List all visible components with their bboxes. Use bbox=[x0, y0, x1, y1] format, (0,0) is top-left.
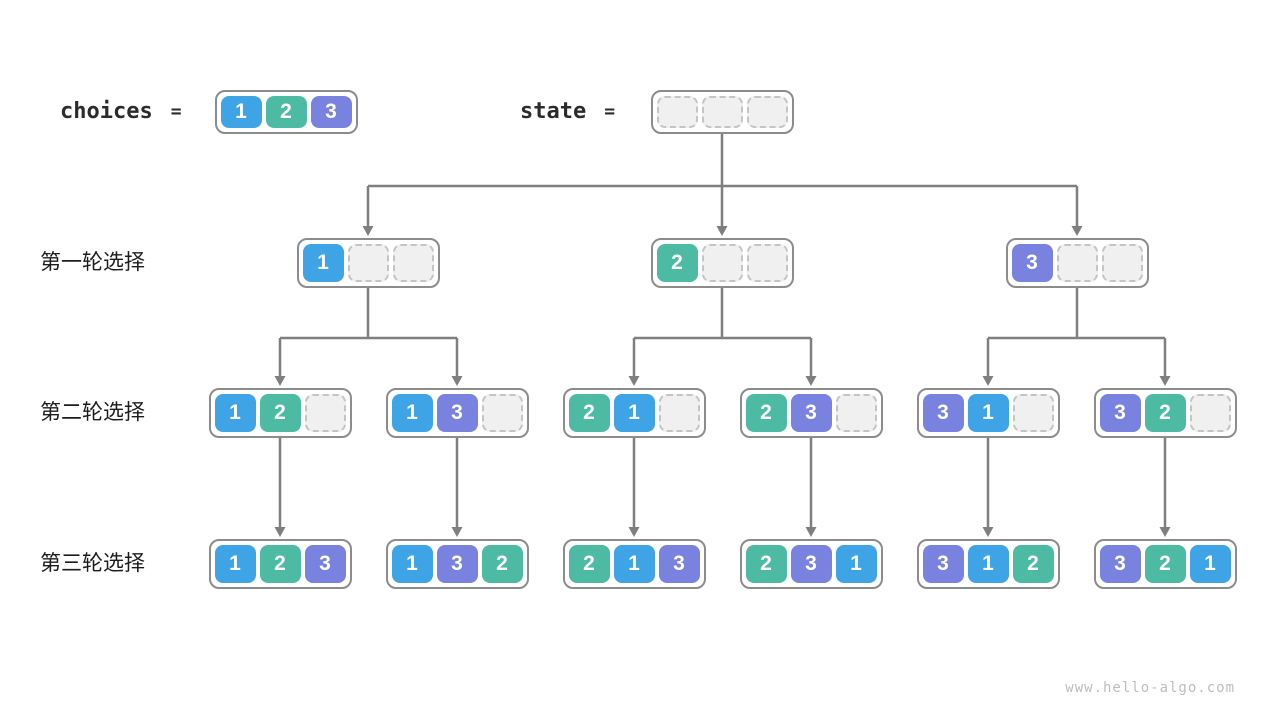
array-cell-empty bbox=[1101, 244, 1143, 282]
round-label-2: 第二轮选择 bbox=[40, 401, 145, 424]
array-cell-filled: 1 bbox=[214, 545, 256, 583]
choices-label: choices bbox=[60, 98, 153, 124]
array-cell-empty bbox=[1012, 394, 1054, 432]
array-cell-empty bbox=[304, 394, 346, 432]
array-cell-filled: 2 bbox=[259, 394, 301, 432]
array-cell-filled: 3 bbox=[1011, 244, 1053, 282]
tree-node-r1-1: 1 bbox=[296, 238, 440, 288]
round-label-3: 第三轮选择 bbox=[40, 552, 145, 575]
array-cell-filled: 2 bbox=[656, 244, 698, 282]
state-label: state bbox=[520, 98, 587, 124]
array-cell-filled: 2 bbox=[1144, 394, 1186, 432]
array-cell-filled: 3 bbox=[790, 394, 832, 432]
array-cell-empty bbox=[392, 244, 434, 282]
array-cell-filled: 3 bbox=[790, 545, 832, 583]
array-cell-empty bbox=[481, 394, 523, 432]
array-cell-empty bbox=[701, 244, 743, 282]
choices-declaration: choices = bbox=[60, 89, 182, 133]
array-cell-filled: 3 bbox=[1099, 545, 1141, 583]
array-cell-empty bbox=[746, 96, 788, 128]
array-cell-filled: 1 bbox=[1189, 545, 1231, 583]
array-cell-empty bbox=[835, 394, 877, 432]
array-cell-filled: 1 bbox=[391, 394, 433, 432]
array-cell-filled: 1 bbox=[967, 394, 1009, 432]
array-cell-filled: 2 bbox=[568, 394, 610, 432]
state-array bbox=[650, 90, 794, 134]
array-cell-filled: 3 bbox=[436, 545, 478, 583]
array-cell-empty bbox=[1189, 394, 1231, 432]
equals-sign: = bbox=[170, 100, 182, 122]
array-cell-filled: 3 bbox=[658, 545, 700, 583]
array-cell-filled: 1 bbox=[214, 394, 256, 432]
tree-node-r1-2: 2 bbox=[650, 238, 794, 288]
array-cell-filled: 3 bbox=[436, 394, 478, 432]
array-cell-empty bbox=[746, 244, 788, 282]
array-cell-filled: 3 bbox=[922, 394, 964, 432]
array-cell-filled: 1 bbox=[220, 96, 262, 128]
array-cell-filled: 1 bbox=[835, 545, 877, 583]
array-cell-empty bbox=[658, 394, 700, 432]
array-cell-filled: 2 bbox=[745, 394, 787, 432]
array-cell-filled: 1 bbox=[613, 394, 655, 432]
array-cell-filled: 2 bbox=[745, 545, 787, 583]
array-cell-filled: 2 bbox=[1144, 545, 1186, 583]
array-cell-filled: 3 bbox=[1099, 394, 1141, 432]
array-cell-filled: 2 bbox=[481, 545, 523, 583]
array-cell-filled: 1 bbox=[302, 244, 344, 282]
tree-node-r1-3: 3 bbox=[1005, 238, 1149, 288]
array-cell-filled: 1 bbox=[391, 545, 433, 583]
array-cell-empty bbox=[347, 244, 389, 282]
state-declaration: state = bbox=[520, 89, 615, 133]
array-cell-filled: 1 bbox=[613, 545, 655, 583]
array-cell-filled: 1 bbox=[967, 545, 1009, 583]
array-cell-filled: 2 bbox=[1012, 545, 1054, 583]
array-cell-filled: 3 bbox=[922, 545, 964, 583]
watermark: www.hello-algo.com bbox=[1065, 680, 1235, 696]
equals-sign: = bbox=[604, 100, 616, 122]
array-cell-empty bbox=[701, 96, 743, 128]
array-cell-filled: 2 bbox=[265, 96, 307, 128]
array-cell-filled: 3 bbox=[304, 545, 346, 583]
array-cell-empty bbox=[1056, 244, 1098, 282]
array-cell-filled: 2 bbox=[259, 545, 301, 583]
array-cell-empty bbox=[656, 96, 698, 128]
round-label-1: 第一轮选择 bbox=[40, 251, 145, 274]
array-cell-filled: 2 bbox=[568, 545, 610, 583]
array-cell-filled: 3 bbox=[310, 96, 352, 128]
